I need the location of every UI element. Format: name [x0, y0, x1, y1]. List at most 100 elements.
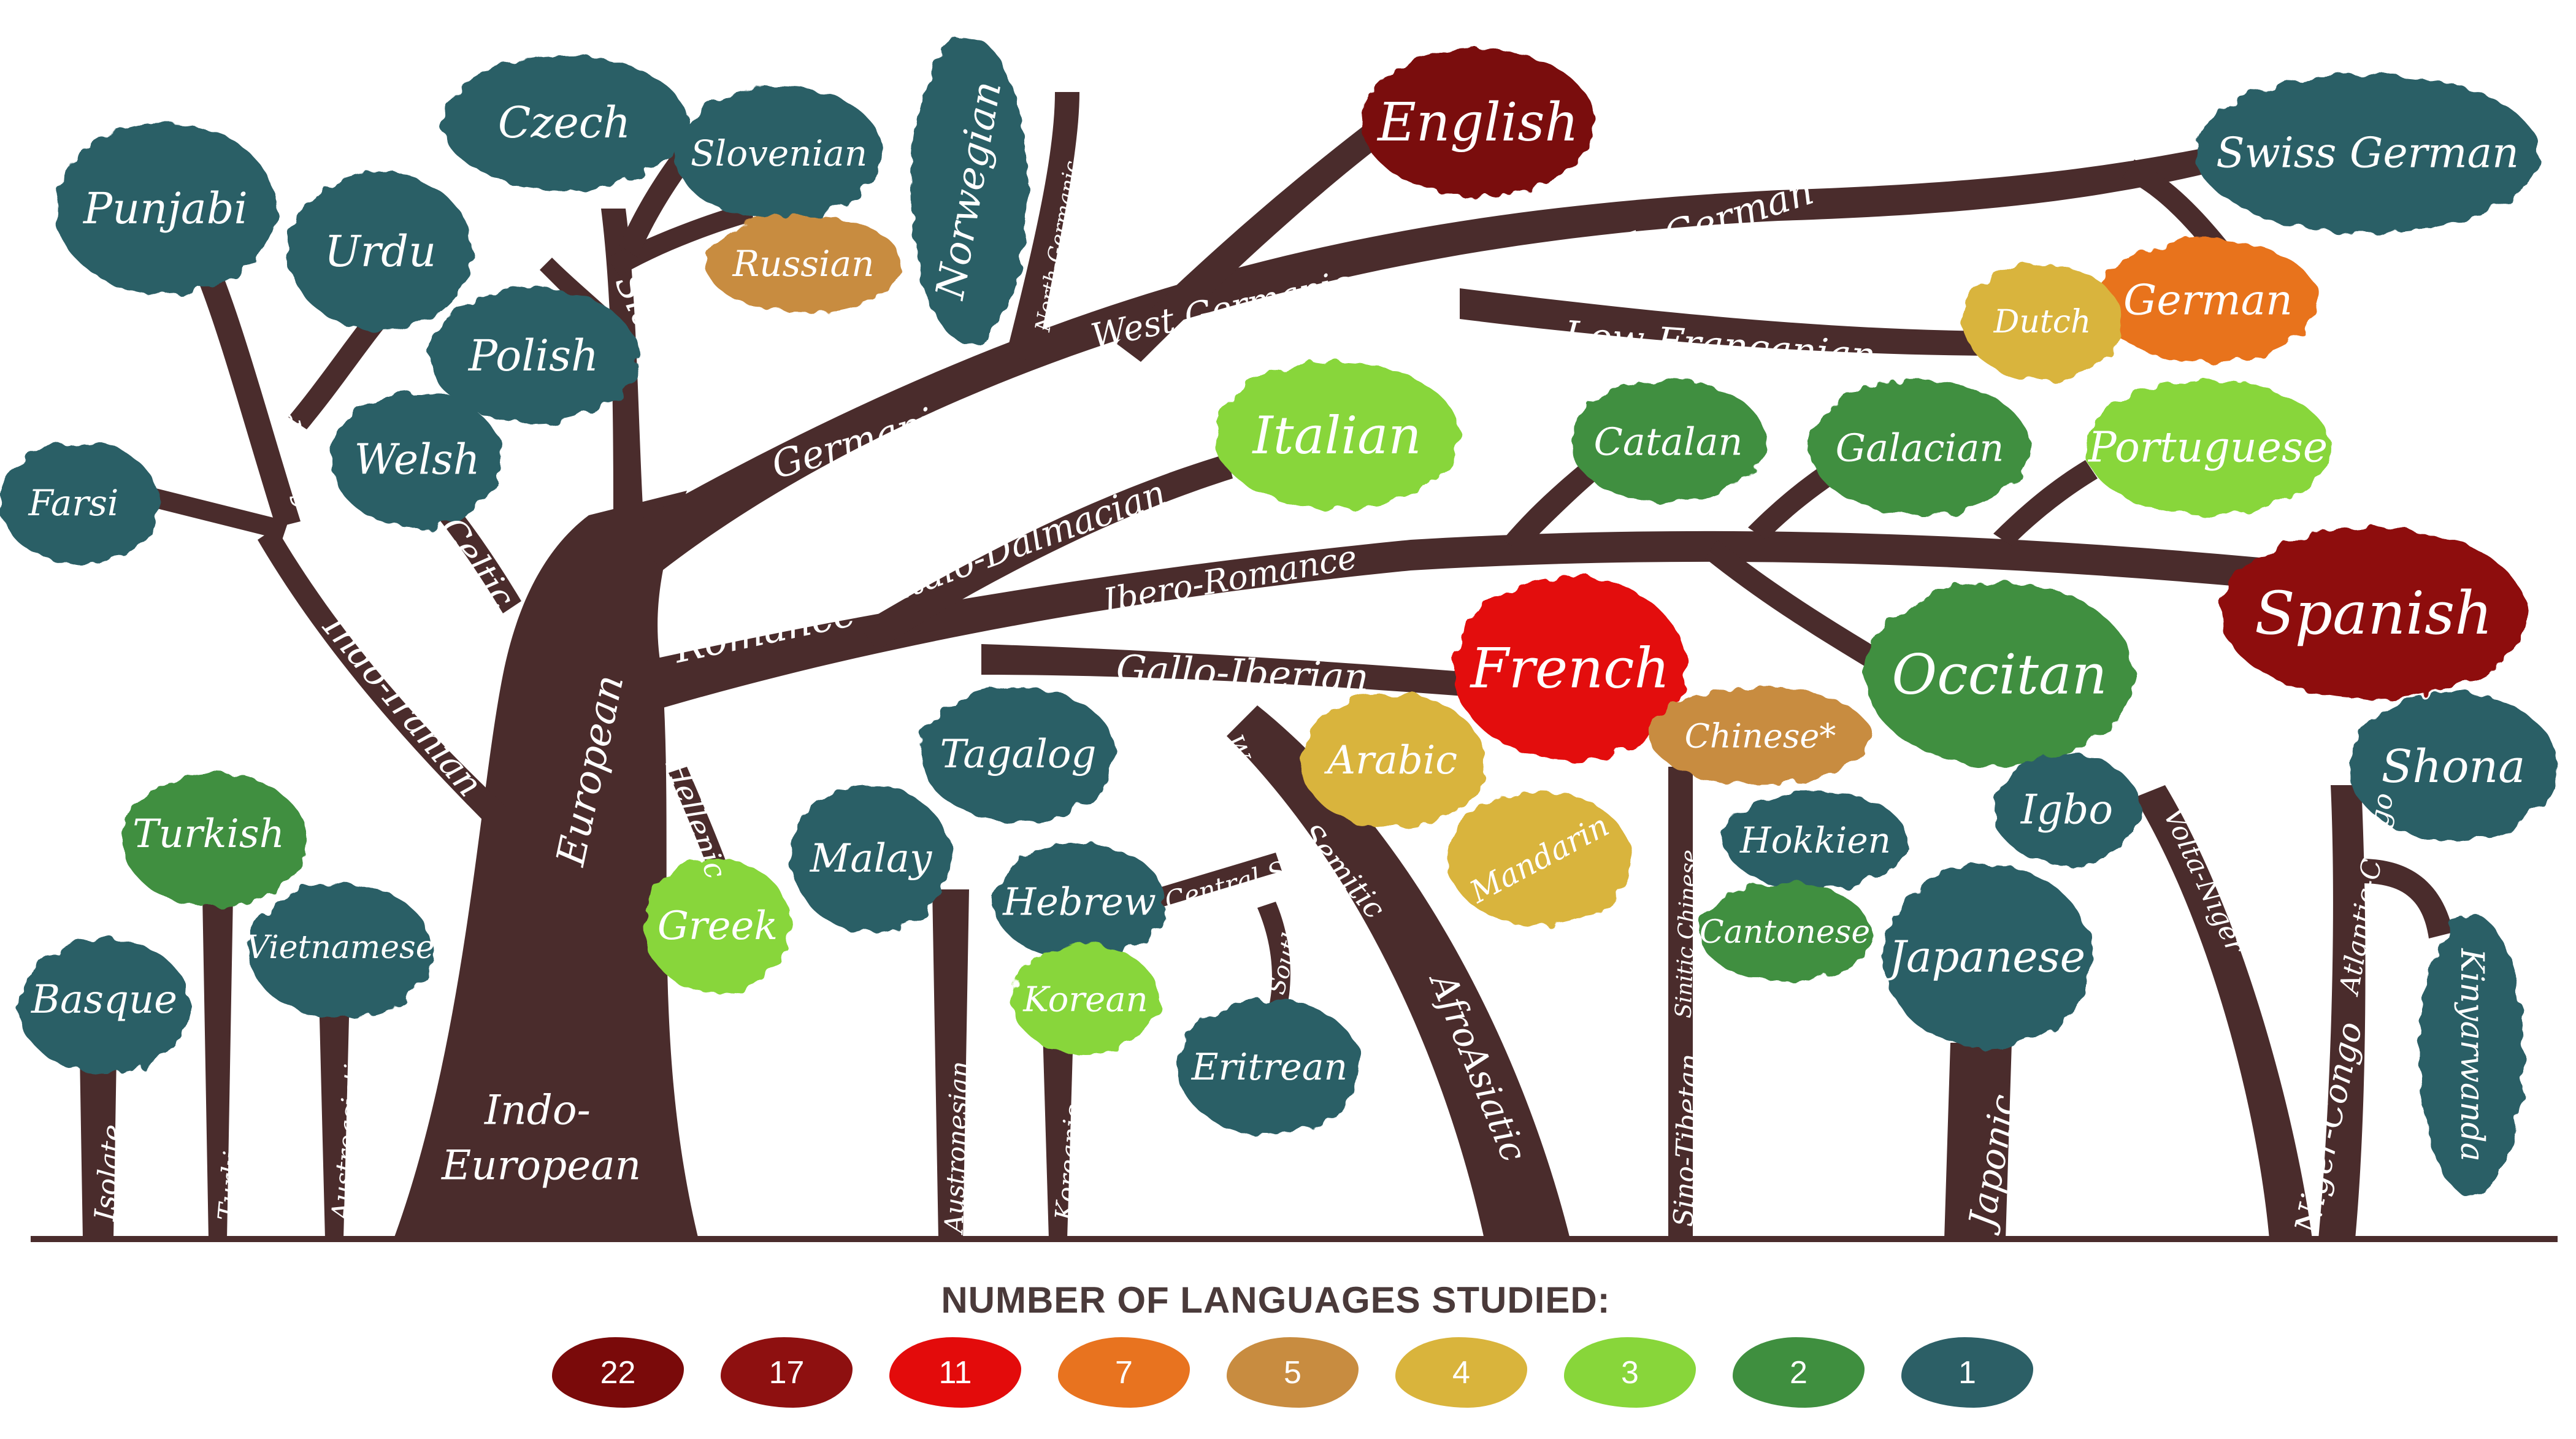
legend-blob-5: [1227, 1337, 1359, 1408]
leaf-hokkien: [1723, 791, 1907, 889]
leaf-dutch: [1963, 264, 2122, 380]
label-hokkien: Hokkien: [1739, 819, 1891, 861]
branch-indo-european-2: European: [441, 1142, 641, 1189]
legend-swatch-2: 2: [1733, 1337, 1865, 1408]
label-basque: Basque: [31, 977, 177, 1023]
legend-value-4: 4: [1452, 1354, 1470, 1391]
label-greek: Greek: [657, 904, 778, 949]
label-igbo: Igbo: [2020, 786, 2113, 834]
branch-celtic: Celtic: [431, 510, 522, 616]
label-polish: Polish: [467, 331, 599, 381]
legend-blob-22: [552, 1337, 684, 1408]
label-shona: Shona: [2382, 740, 2526, 793]
branch-turkic: Turkic: [212, 1135, 250, 1222]
label-dutch: Dutch: [1993, 304, 2091, 340]
label-vietnamese: Vietnamese: [247, 929, 435, 966]
leaf-farsi: [0, 442, 159, 564]
leaf-vietnamese: [248, 883, 432, 1018]
branch-indo-european-1: Indo-: [484, 1087, 591, 1134]
leaf-chinese: [1650, 687, 1871, 785]
legend-blob-3: [1564, 1337, 1696, 1408]
legend-title: NUMBER OF LANGUAGES STUDIED:: [941, 1280, 1611, 1321]
leaf-occitan: [1865, 583, 2134, 767]
label-german: German: [2123, 277, 2293, 325]
legend-value-11: 11: [938, 1354, 972, 1391]
label-japanese: Japanese: [1882, 932, 2085, 982]
label-english: English: [1376, 92, 1579, 153]
leaf-swiss-german: [2196, 74, 2539, 233]
label-chinese: Chinese*: [1685, 717, 1836, 756]
label-galacian: Galacian: [1836, 426, 2004, 470]
branch-hellenic: Hellenic: [658, 754, 733, 883]
label-slovenian: Slovenian: [691, 132, 867, 174]
legend-value-2: 2: [1790, 1354, 1807, 1391]
leaf-punjabi: [55, 123, 276, 294]
label-portuguese: Portuguese: [2087, 424, 2328, 472]
label-french: French: [1469, 637, 1669, 701]
legend-swatch-3: 3: [1564, 1337, 1696, 1408]
legend-blob-1: [1901, 1337, 2033, 1408]
leaf-norwegian: [911, 37, 1027, 343]
label-russian: Russian: [732, 243, 874, 285]
leaf-catalan: [1570, 380, 1766, 503]
leaf-kinyarwanda: [2420, 914, 2524, 1196]
label-czech: Czech: [498, 98, 631, 148]
label-urdu: Urdu: [324, 226, 436, 277]
leaf-russian: [705, 215, 902, 313]
legend-value-7: 7: [1115, 1354, 1133, 1391]
label-farsi: Farsi: [28, 482, 119, 524]
label-korean: Korean: [1022, 980, 1148, 1020]
leaf-czech: [442, 55, 687, 190]
branch-gallo-iberian: Gallo-Iberian: [1116, 647, 1370, 700]
leaf-urdu: [288, 172, 472, 331]
label-punjabi: Punjabi: [82, 183, 248, 234]
branch-iranian: Iranian: [153, 523, 271, 595]
leaf-italian: [1214, 362, 1460, 509]
label-tagalog: Tagalog: [940, 732, 1097, 777]
leaf-polish: [429, 288, 638, 423]
legend-value-5: 5: [1284, 1354, 1301, 1391]
legend-value-1: 1: [1958, 1354, 1976, 1391]
leaf-slovenian: [675, 86, 883, 221]
leaf-cantonese: [1699, 883, 1871, 981]
leaf-portuguese: [2085, 380, 2331, 515]
label-swiss-german: Swiss German: [2216, 129, 2519, 178]
label-spanish: Spanish: [2255, 579, 2493, 648]
legend-value-3: 3: [1621, 1354, 1639, 1391]
leaf-malay: [791, 785, 951, 932]
leaf-greek: [644, 859, 791, 994]
leaf-tagalog: [920, 687, 1116, 822]
leaf-welsh: [331, 393, 503, 528]
leaf-english: [1362, 49, 1595, 196]
leaf-shona: [2349, 693, 2558, 840]
legend: 22 17 11 7 5 4 3 2 1: [552, 1337, 2055, 1411]
legend-swatch-7: 7: [1058, 1337, 1190, 1408]
leaf-eritrean: [1178, 1000, 1362, 1135]
label-arabic: Arabic: [1324, 738, 1457, 783]
legend-swatch-4: 4: [1395, 1337, 1527, 1408]
legend-value-22: 22: [600, 1354, 636, 1391]
leaf-turkish: [123, 773, 307, 908]
small-trunks: [80, 705, 2453, 1239]
legend-swatch-5: 5: [1227, 1337, 1359, 1408]
leaf-spanish: [2220, 528, 2527, 699]
legend-blob-17: [721, 1337, 853, 1408]
legend-blob-7: [1058, 1337, 1190, 1408]
label-welsh: Welsh: [354, 436, 480, 485]
branch-indo-iranian: Indo-Iranian: [315, 605, 491, 804]
label-hebrew: Hebrew: [1002, 880, 1156, 924]
leaf-basque: [18, 938, 190, 1073]
leaf-igbo: [1993, 754, 2141, 865]
branch-ibero-romance: Ibero-Romance: [1100, 537, 1360, 620]
label-kinyarwanda: Kinyarwanda: [2453, 948, 2490, 1162]
leaf-japanese: [1883, 865, 2091, 1049]
legend-swatch-11: 11: [889, 1337, 1021, 1408]
leaf-french: [1454, 577, 1687, 761]
leaf-mandarin: [1447, 791, 1631, 926]
label-catalan: Catalan: [1593, 420, 1742, 464]
label-cantonese: Cantonese: [1700, 914, 1870, 951]
branch-sino-tibetan: Sino-Tibetan: [1668, 1053, 1706, 1227]
leaf-hebrew: [994, 843, 1165, 960]
label-turkish: Turkish: [132, 812, 285, 857]
